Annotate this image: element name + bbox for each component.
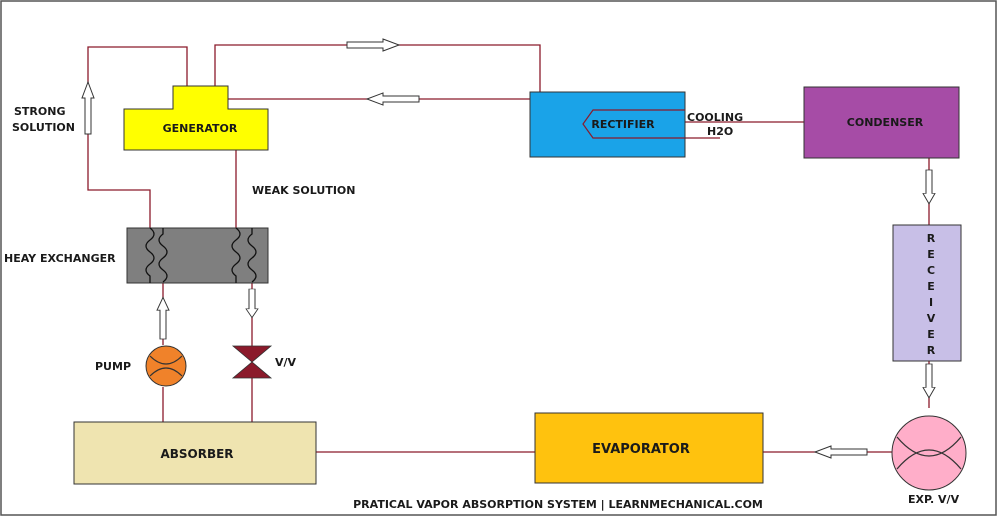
receiver-letter: V [927, 312, 936, 325]
pump-label: PUMP [95, 360, 131, 373]
cooling-label-line2: H2O [707, 125, 733, 138]
expansion-valve-label: EXP. V/V [908, 493, 960, 506]
valve-icon [231, 345, 273, 379]
flow-arrow-icon [81, 81, 95, 135]
rectifier-coil [582, 109, 685, 139]
strong-solution-label-line1: STRONG [14, 105, 65, 118]
receiver-label: R E C E I V E R [927, 232, 936, 357]
receiver-letter: R [927, 232, 936, 245]
receiver-letter: C [927, 264, 935, 277]
generator-label: GENERATOR [163, 122, 238, 135]
hx-coil-weak [231, 227, 257, 283]
receiver-letter: R [927, 344, 936, 357]
absorber-label: ABSORBER [160, 447, 233, 461]
condenser-label: CONDENSER [847, 116, 924, 129]
caption: PRATICAL VAPOR ABSORPTION SYSTEM | LEARN… [353, 498, 763, 511]
flow-arrow-icon [922, 169, 936, 205]
absorber-box [73, 421, 317, 485]
pump-icon [145, 345, 187, 387]
receiver-letter: I [929, 296, 933, 309]
heat-exchanger-label: HEAY EXCHANGER [4, 252, 116, 265]
receiver-letter: E [927, 280, 935, 293]
flow-arrow-icon [366, 92, 420, 106]
valve-label: V/V [275, 356, 297, 369]
receiver-letter: E [927, 248, 935, 261]
evaporator-label: EVAPORATOR [592, 442, 690, 457]
rectifier-box [529, 91, 686, 158]
receiver-letter: E [927, 328, 935, 341]
flow-arrow-icon [245, 288, 259, 319]
evaporator-box [534, 412, 764, 484]
flow-arrow-icon [156, 296, 170, 340]
receiver-box [892, 224, 962, 362]
rectifier-label: RECTIFIER [591, 118, 655, 131]
heat-exchanger-box [126, 227, 269, 284]
flow-arrow-icon [814, 445, 868, 459]
cooling-label-line1: COOLING [687, 111, 743, 124]
weak-solution-label: WEAK SOLUTION [252, 184, 356, 197]
flow-arrow-icon [346, 38, 400, 52]
strong-solution-label-line2: SOLUTION [12, 121, 75, 134]
flow-arrow-icon [922, 363, 936, 399]
hx-coil-strong [145, 227, 168, 283]
pipe-generator-to-rectifier [214, 44, 541, 92]
expansion-valve-icon [891, 415, 967, 491]
condenser-box [803, 86, 960, 159]
generator-box [123, 85, 269, 151]
